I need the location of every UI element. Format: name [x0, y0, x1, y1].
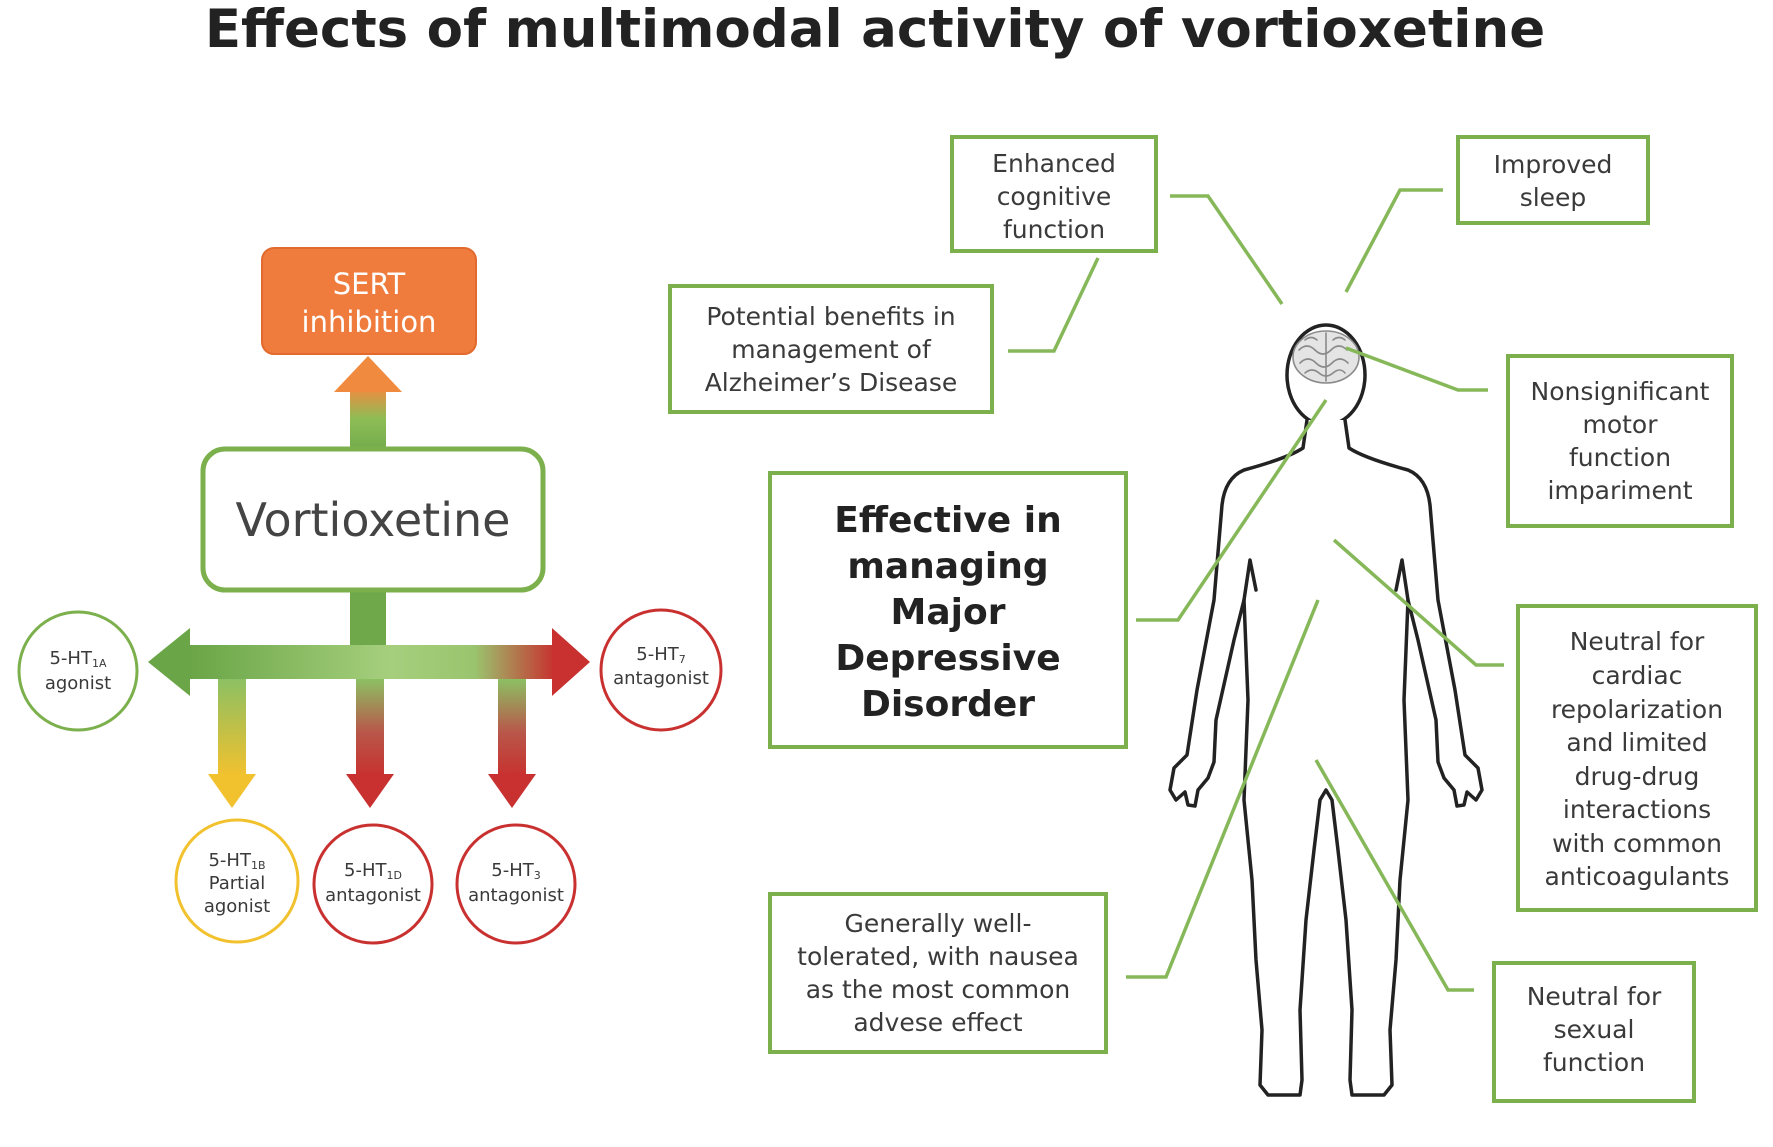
drug-name: Vortioxetine	[236, 493, 511, 547]
effect-tolerated: Generally well- tolerated, with nausea a…	[768, 892, 1108, 1054]
effect-cardiac-line1: Neutral for	[1570, 627, 1705, 656]
connector-lines	[1008, 188, 1504, 992]
connector-sleep	[1344, 188, 1443, 293]
receptor-5ht1d-name: 5-HT1D	[344, 860, 402, 882]
receptor-5ht1b-action-2: agonist	[204, 896, 270, 917]
receptor-5ht7: 5-HT7 antagonist	[599, 608, 723, 732]
receptor-5ht1a-action: agonist	[45, 673, 111, 694]
receptor-5ht1b-name: 5-HT1B	[208, 850, 265, 872]
ht3-arrow	[488, 679, 536, 808]
effect-cardiac: Neutral for cardiac repolarization and l…	[1516, 604, 1758, 912]
sert-inhibition-box: SERT inhibition	[261, 247, 477, 355]
effect-sleep-line2: sleep	[1520, 183, 1587, 212]
receptor-5ht1b-action-1: Partial	[209, 873, 266, 894]
receptor-5ht7-name: 5-HT7	[636, 644, 685, 666]
receptor-5ht1a-name: 5-HT1A	[49, 648, 106, 670]
receptor-5ht1a: 5-HT1A agonist	[17, 610, 139, 732]
effect-cardiac-line6: interactions	[1563, 795, 1711, 824]
connector-mdd	[1136, 399, 1328, 622]
effect-mdd-line4: Depressive	[835, 638, 1060, 679]
effect-cardiac-line8: anticoagulants	[1545, 862, 1730, 891]
connector-cardiac	[1332, 538, 1504, 667]
drug-stem	[350, 588, 386, 648]
effect-sleep-line1: Improved	[1494, 150, 1613, 179]
effect-mdd: Effective in managing Major Depressive D…	[768, 471, 1128, 749]
sert-arrow	[334, 356, 402, 456]
effect-cardiac-line5: drug-drug	[1575, 762, 1700, 791]
effect-motor-line1: Nonsignificant	[1531, 377, 1710, 406]
receptor-5ht3-action: antagonist	[468, 885, 564, 906]
effect-cognitive-line3: function	[1003, 215, 1105, 244]
effect-sexual: Neutral for sexual function	[1492, 961, 1696, 1103]
effect-cognitive-line1: Enhanced	[992, 149, 1116, 178]
effect-sexual-line1: Neutral for	[1527, 982, 1662, 1011]
effect-tolerated-line3: as the most common	[806, 975, 1071, 1004]
connector-motor	[1345, 346, 1488, 392]
effect-mdd-line3: Major	[891, 592, 1006, 633]
effect-mdd-line1: Effective in	[834, 500, 1061, 541]
effect-cardiac-line2: cardiac	[1592, 661, 1683, 690]
connector-sexual	[1314, 759, 1474, 992]
effect-sexual-line2: sexual	[1554, 1015, 1635, 1044]
effect-sexual-line3: function	[1543, 1048, 1645, 1077]
sert-label-line1: SERT	[333, 267, 406, 301]
effect-tolerated-line1: Generally well-	[845, 909, 1032, 938]
effect-alzheimers-line1: Potential benefits in	[706, 302, 955, 331]
receptor-5ht3: 5-HT3 antagonist	[455, 823, 577, 945]
effect-motor-line3: function	[1569, 443, 1671, 472]
receptor-5ht1b: 5-HT1B Partial agonist	[174, 818, 300, 944]
effect-sleep: Improved sleep	[1456, 135, 1650, 225]
human-body-figure	[1168, 323, 1484, 1097]
receptor-5ht1d: 5-HT1D antagonist	[312, 823, 434, 945]
ht1b-arrow	[208, 679, 256, 808]
receptor-5ht7-action: antagonist	[613, 668, 709, 689]
diagram-title: Effects of multimodal activity of vortio…	[205, 0, 1545, 60]
effect-cardiac-line3: repolarization	[1551, 695, 1723, 724]
effect-motor-line4: impariment	[1547, 476, 1692, 505]
effect-motor-line2: motor	[1582, 410, 1658, 439]
effect-tolerated-line4: advese effect	[853, 1008, 1022, 1037]
brain-icon	[1292, 330, 1360, 384]
effect-tolerated-line2: tolerated, with nausea	[797, 942, 1079, 971]
effect-alzheimers: Potential benefits in management of Alzh…	[668, 284, 994, 414]
vortioxetine-box: Vortioxetine	[200, 446, 546, 593]
ht1d-arrow	[346, 679, 394, 808]
effect-mdd-line2: managing	[847, 546, 1048, 587]
effect-cognitive: Enhanced cognitive function	[950, 135, 1158, 253]
connector-alzheimers	[1008, 257, 1100, 353]
connector-cognitive	[1170, 194, 1284, 305]
receptor-5ht1d-action: antagonist	[325, 885, 421, 906]
effect-motor: Nonsignificant motor function impariment	[1506, 354, 1734, 528]
receptor-bar-arrow	[148, 628, 590, 696]
connector-tolerated	[1126, 599, 1320, 979]
effect-cardiac-line7: with common	[1552, 829, 1722, 858]
effect-cardiac-line4: and limited	[1566, 728, 1707, 757]
effect-cognitive-line2: cognitive	[997, 182, 1112, 211]
sert-label-line2: inhibition	[302, 305, 437, 339]
effect-mdd-line5: Disorder	[861, 684, 1035, 725]
receptor-5ht3-name: 5-HT3	[491, 860, 540, 882]
effect-alzheimers-line2: management of	[731, 335, 932, 364]
effect-alzheimers-line3: Alzheimer’s Disease	[705, 368, 958, 397]
